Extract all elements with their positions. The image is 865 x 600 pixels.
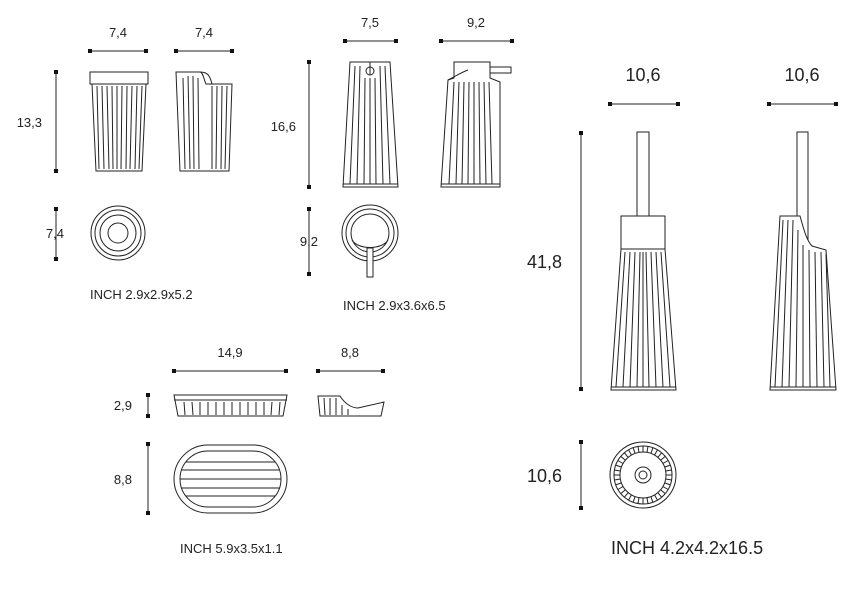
dispenser-height-label: 16,6	[271, 119, 296, 134]
cup-group: 7,4 7,4 13,3	[17, 25, 234, 302]
soap-dish-depth-dimension: 8,8	[114, 442, 150, 515]
soap-dish-width-side-label: 8,8	[341, 345, 359, 360]
toilet-brush-width-front-dimension: 10,6	[608, 65, 680, 106]
soap-dish-inch-label: INCH 5.9x3.5x1.1	[180, 541, 283, 556]
soap-dish-side-view	[317, 395, 385, 417]
cup-depth-dimension: 7,4	[46, 207, 64, 261]
dispenser-front-view	[342, 61, 399, 188]
dispenser-inch-label: INCH 2.9x3.6x6.5	[343, 298, 446, 313]
toilet-brush-inch-label: INCH 4.2x4.2x16.5	[611, 538, 763, 558]
soap-dish-width-front-label: 14,9	[217, 345, 242, 360]
dispenser-depth-label: 9,2	[300, 234, 318, 249]
cup-height-dimension: 13,3	[17, 70, 58, 173]
dispenser-height-dimension: 16,6	[271, 60, 311, 189]
cup-front-view	[89, 71, 149, 172]
toilet-brush-depth-label: 10,6	[527, 466, 562, 486]
toilet-brush-top-view	[609, 441, 677, 509]
toilet-brush-side-view	[769, 131, 837, 391]
dispenser-width-front-dimension: 7,5	[343, 15, 398, 43]
toilet-brush-front-view	[610, 131, 677, 391]
toilet-brush-width-side-dimension: 10,6	[767, 65, 838, 106]
toilet-brush-width-front-label: 10,6	[625, 65, 660, 85]
cup-width-side-dimension: 7,4	[174, 25, 234, 53]
cup-width-side-label: 7,4	[195, 25, 213, 40]
cup-inch-label: INCH 2.9x2.9x5.2	[90, 287, 193, 302]
dispenser-top-view	[341, 204, 399, 278]
soap-dish-height-label: 2,9	[114, 398, 132, 413]
cup-width-front-label: 7,4	[109, 25, 127, 40]
toilet-brush-group: 10,6 10,6 41,8	[527, 65, 838, 558]
dispenser-width-front-label: 7,5	[361, 15, 379, 30]
soap-dish-front-view	[173, 394, 288, 417]
cup-width-front-dimension: 7,4	[88, 25, 148, 53]
soap-dish-width-side-dimension: 8,8	[316, 345, 385, 373]
dispenser-group: 7,5 9,2 16,6	[271, 15, 514, 313]
cup-side-view	[175, 71, 233, 172]
dispenser-width-side-label: 9,2	[467, 15, 485, 30]
soap-dish-top-view	[173, 444, 288, 514]
cup-top-view	[90, 205, 146, 261]
toilet-brush-height-label: 41,8	[527, 252, 562, 272]
dispenser-width-side-dimension: 9,2	[439, 15, 514, 43]
soap-dish-depth-label: 8,8	[114, 472, 132, 487]
cup-depth-label: 7,4	[46, 226, 64, 241]
soap-dish-width-front-dimension: 14,9	[172, 345, 288, 373]
dispenser-side-view	[440, 61, 512, 188]
dispenser-depth-dimension: 9,2	[300, 207, 318, 276]
cup-height-label: 13,3	[17, 115, 42, 130]
toilet-brush-width-side-label: 10,6	[784, 65, 819, 85]
soap-dish-height-dimension: 2,9	[114, 393, 150, 418]
soap-dish-group: 14,9 8,8 2,9	[114, 345, 385, 556]
toilet-brush-depth-dimension: 10,6	[527, 440, 583, 510]
toilet-brush-height-dimension: 41,8	[527, 131, 583, 391]
